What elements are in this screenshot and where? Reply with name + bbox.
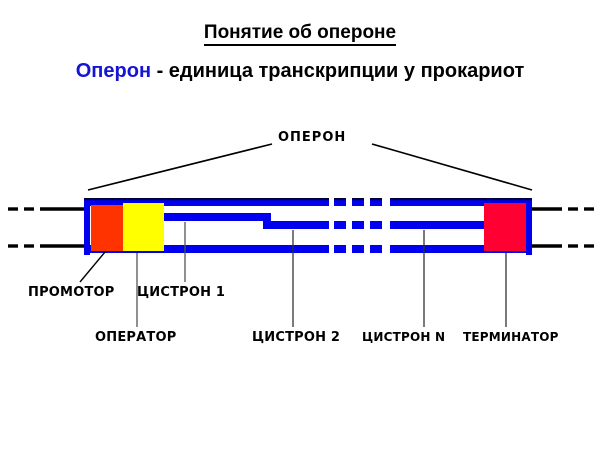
promoter-label: ПРОМОТОР [28, 285, 115, 300]
operon-frame [84, 199, 532, 255]
operator-box [123, 203, 164, 251]
label-leader-lines [79, 222, 507, 327]
dna-strand-top [84, 198, 532, 206]
operon-bracket-label: ОПЕРОН [278, 130, 347, 145]
page-title: Понятие об опероне [0, 22, 600, 46]
operator-label: ОПЕРАТОР [95, 330, 177, 345]
promoter-box [91, 205, 123, 251]
dna-strand-bottom [84, 245, 532, 253]
cistron1-label: ЦИСТРОН 1 [137, 285, 226, 300]
page-title-text: Понятие об опероне [203, 22, 397, 46]
terminator-label: ТЕРМИНАТОР [463, 330, 559, 344]
cistron2-label: ЦИСТРОН 2 [252, 330, 341, 345]
subtitle-rest-text: - единица транскрипции у прокариот [151, 60, 525, 82]
cistronN-label: ЦИСТРОН N [362, 330, 446, 344]
operon-bracket [87, 143, 533, 191]
page-subtitle: Оперон - единица транскрипции у прокарио… [0, 60, 600, 83]
flanking-dna-left [8, 207, 88, 248]
flanking-dna-right [528, 207, 594, 248]
dna-strand-middle [162, 213, 486, 229]
terminator-box [484, 203, 526, 251]
subtitle-accent-word: Оперон [75, 60, 152, 82]
